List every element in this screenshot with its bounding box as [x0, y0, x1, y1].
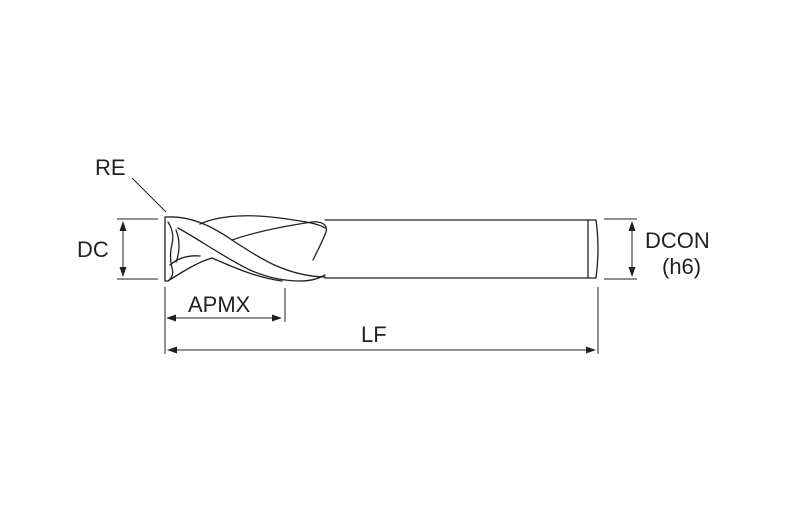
flute-1-edge	[199, 215, 326, 229]
flute-2-edge	[231, 221, 328, 261]
apmx-arrow-right	[272, 314, 282, 322]
end-mill-tool	[164, 215, 599, 282]
re-label: RE	[95, 155, 126, 180]
dc-dimension: DC	[77, 218, 158, 280]
lf-arrow-left	[167, 346, 177, 354]
flute-2	[177, 227, 301, 282]
tip-gash-inner	[175, 229, 180, 263]
dcon-dimension: DCON (h6)	[604, 218, 710, 280]
lf-dimension: LF	[164, 287, 599, 354]
flute-runout	[299, 274, 326, 282]
re-callout: RE	[95, 155, 167, 213]
tool-end-face	[164, 216, 169, 282]
apmx-label: APMX	[188, 292, 251, 317]
dc-label: DC	[77, 237, 109, 262]
dcon-arrow-top	[628, 221, 636, 231]
tool-shank	[324, 219, 599, 279]
apmx-arrow-left	[166, 314, 176, 322]
lf-label: LF	[361, 322, 387, 347]
flute-3-edge	[169, 255, 201, 266]
flute-3	[167, 257, 283, 282]
dcon-tolerance-label: (h6)	[662, 254, 701, 279]
dcon-label: DCON	[645, 228, 710, 253]
dc-arrow-top	[119, 221, 127, 231]
lf-arrow-right	[586, 346, 596, 354]
tip-gash	[167, 221, 174, 282]
dc-arrow-bottom	[119, 267, 127, 277]
re-leader-line	[131, 177, 167, 213]
apmx-dimension: APMX	[166, 288, 286, 322]
dcon-arrow-bottom	[628, 267, 636, 277]
